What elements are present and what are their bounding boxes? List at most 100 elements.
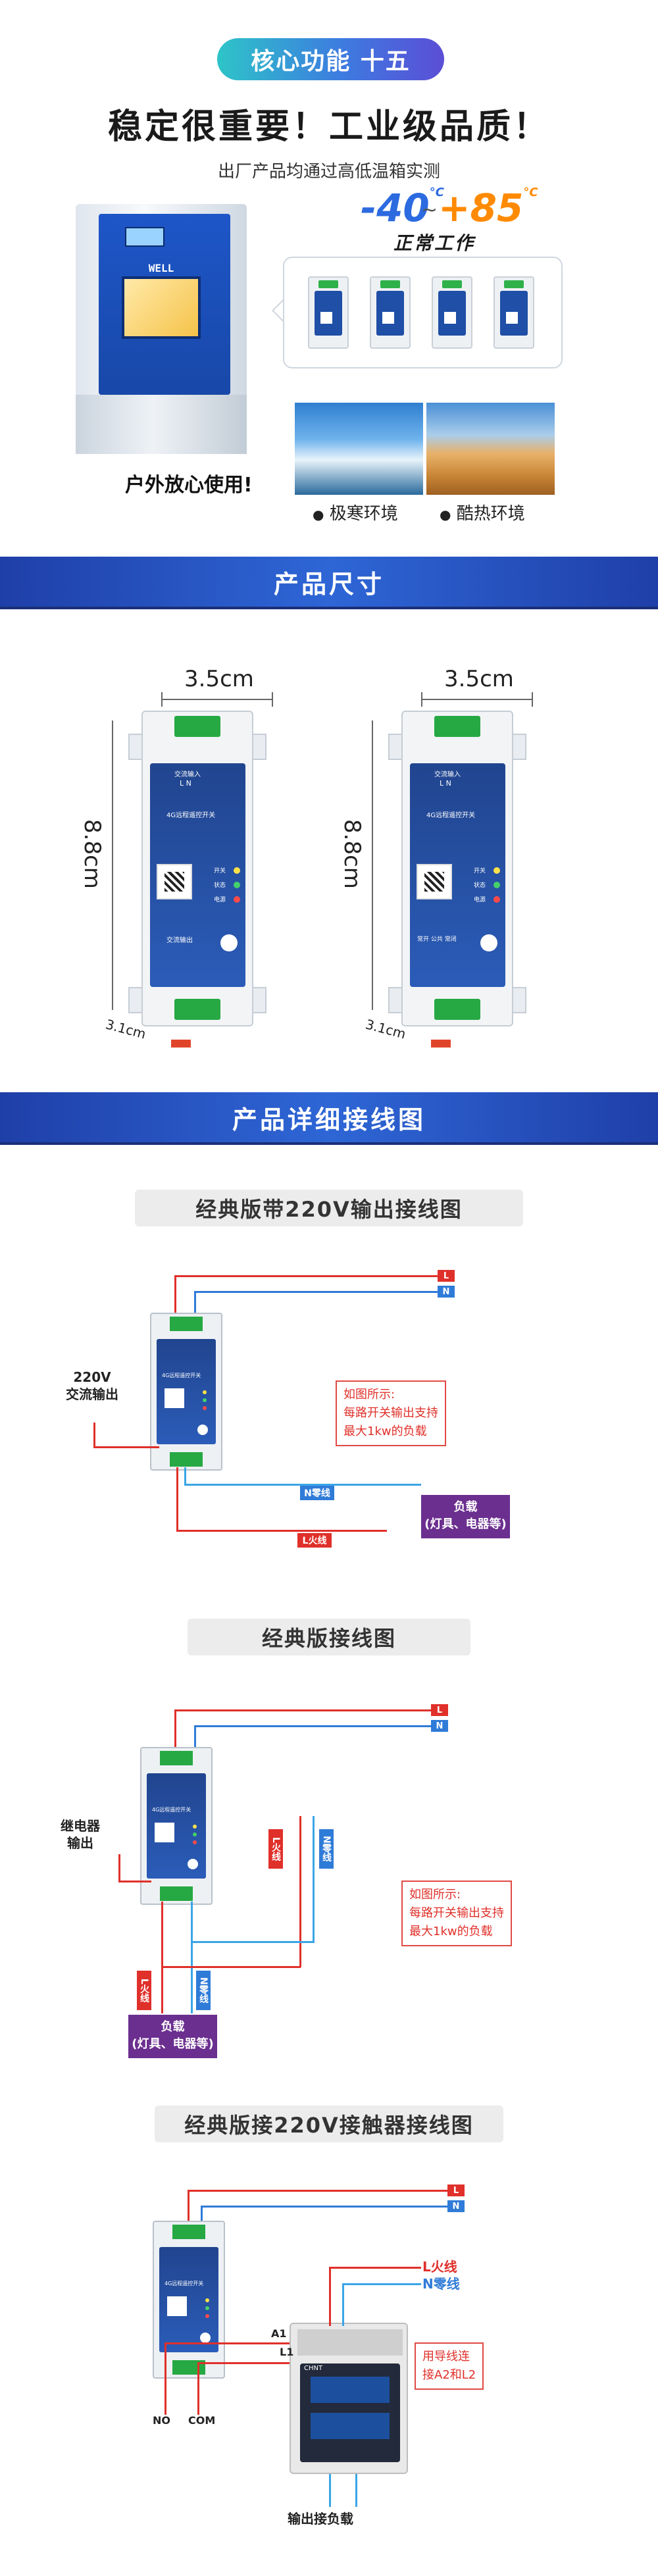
neutral-line [194, 1725, 431, 1727]
contactor-image: CHNT [290, 2323, 408, 2474]
wire [164, 2342, 290, 2344]
diagram2-title: 经典版接线图 [188, 1619, 470, 1655]
live-line [174, 1275, 438, 1277]
temp-separator: ~ [421, 199, 438, 222]
headline: 稳定很重要！工业级品质！ [107, 107, 550, 147]
wire [161, 1966, 301, 1968]
wire [118, 1854, 120, 1882]
diagram1-title: 经典版带220V输出接线图 [135, 1190, 523, 1226]
no-label: NO [153, 2414, 170, 2427]
wire [313, 1816, 315, 1941]
width-dim-line [421, 699, 533, 700]
dim-tick [272, 692, 273, 707]
ac-output-label: 220V 交流输出 [66, 1369, 118, 1402]
device-thumbnail [370, 276, 411, 349]
neutral-line [194, 1291, 438, 1293]
wire [118, 1881, 151, 1882]
wire [342, 2283, 421, 2285]
wire [329, 2267, 421, 2269]
relay-output-label: 继电器 输出 [61, 1818, 100, 1851]
wire [329, 2267, 331, 2326]
output-load-label: 输出接负载 [288, 2511, 353, 2527]
device-diagram2: 4G远程遥控开关 [140, 1747, 213, 1905]
com-label: COM [188, 2414, 216, 2427]
l-wire-label: L火线 [422, 2259, 457, 2275]
wire [194, 1725, 196, 1750]
wire [184, 1467, 186, 1486]
wiring-banner: 产品详细接线图 [0, 1092, 658, 1145]
n-wire-tag: N零线 [319, 1829, 334, 1869]
feature-pill: 核心功能 十五 [217, 38, 444, 80]
height-dim-line [372, 720, 373, 1010]
chamber-base [76, 395, 247, 454]
n-terminal-tag: N [431, 1720, 448, 1732]
wire [355, 2474, 357, 2507]
device-front-b: 交流输入 L N 4G远程遥控开关 开关 状态 电源 常开 公共 常闭 [388, 711, 526, 1048]
diagram1-note: 如图所示: 每路开关输出支持 最大1kw的负载 [336, 1380, 446, 1446]
n-terminal-tag: N [447, 2200, 465, 2212]
wire [188, 2190, 190, 2223]
l-wire-tag-2: L火线 [137, 1971, 151, 2010]
l-terminal-tag: L [447, 2185, 465, 2196]
outdoor-label: 户外放心使用! [125, 474, 253, 497]
load-box-1: 负载 (灯具、电器等) [421, 1495, 510, 1538]
wire [93, 1423, 95, 1448]
subline: 出厂产品均通过高低温箱实测 [217, 162, 440, 182]
live-line [174, 1709, 431, 1711]
size-banner: 产品尺寸 [0, 557, 658, 609]
device-diagram1: 4G远程遥控开关 [150, 1313, 222, 1471]
wire [197, 2362, 199, 2415]
wire [342, 2283, 344, 2326]
l1-label: L1 [280, 2346, 294, 2358]
diagram3-title: 经典版接220V接触器接线图 [155, 2106, 503, 2142]
l-terminal-tag: L [431, 1704, 448, 1716]
chamber-window [122, 276, 201, 339]
wire [197, 2362, 290, 2364]
device-thumbnail [432, 276, 472, 349]
n-wire-label: N零线 [422, 2276, 460, 2292]
chamber-brand: WELL [148, 262, 174, 274]
width-label-2: 3.5cm [444, 666, 514, 692]
wire [176, 1530, 387, 1532]
height-label: 8.8cm [79, 819, 105, 889]
device-diagram3: 4G远程遥控开关 [153, 2221, 225, 2379]
wire [201, 2206, 203, 2223]
height-label-2: 8.8cm [339, 819, 365, 889]
n-terminal-tag: N [438, 1286, 455, 1298]
device-front-a: 交流输入 L N 4G远程遥控开关 开关 状态 电源 交流输出 [128, 711, 266, 1048]
dim-tick [161, 692, 163, 707]
diagram3-note: 用导线连 接A2和L2 [415, 2342, 484, 2390]
a1-label: A1 [271, 2327, 287, 2340]
width-dim-line [161, 699, 273, 700]
diagram2-note: 如图所示: 每路开关输出支持 最大1kw的负载 [401, 1881, 512, 1946]
height-dim-line [112, 720, 113, 1010]
live-line [188, 2190, 447, 2192]
wire [191, 1902, 193, 2013]
l-wire-tag: L火线 [297, 1533, 332, 1548]
load-box-2: 负载 (灯具、电器等) [128, 2015, 217, 2058]
wire [194, 1291, 196, 1316]
chamber-screen [125, 227, 164, 247]
cold-env-label: ● 极寒环境 [313, 504, 398, 524]
n-wire-tag: N零线 [300, 1486, 334, 1500]
hot-environment-image [426, 403, 555, 495]
neutral-line [201, 2206, 447, 2208]
l-wire-tag: L火线 [268, 1829, 283, 1869]
temp-cold: -40°C [361, 186, 445, 230]
wire [184, 1484, 421, 1486]
dim-tick [532, 692, 533, 707]
wire [191, 1941, 315, 1943]
wire [176, 1467, 178, 1532]
wire [161, 1902, 163, 2013]
device-thumbnail [494, 276, 534, 349]
dim-tick [421, 692, 422, 707]
hot-env-label: ● 酷热环境 [440, 504, 525, 524]
device-thumbnail [308, 276, 349, 349]
wire [329, 2474, 331, 2507]
temp-hot: +85°C [438, 186, 538, 230]
wire [164, 2342, 166, 2415]
width-label: 3.5cm [184, 666, 254, 692]
n-wire-tag-2: N零线 [196, 1971, 211, 2010]
l-terminal-tag: L [438, 1270, 455, 1282]
wire [174, 1275, 176, 1316]
